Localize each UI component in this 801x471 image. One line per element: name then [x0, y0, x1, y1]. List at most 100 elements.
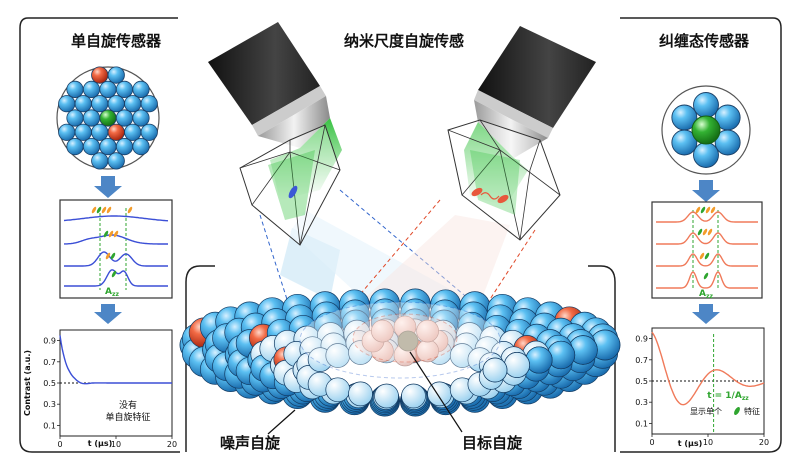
spin-arrow-icon — [105, 252, 111, 260]
surface-sphere — [348, 381, 373, 407]
spin-arrows — [695, 206, 716, 280]
spin-arrow-icon — [700, 206, 706, 214]
blue-sphere — [115, 138, 134, 156]
blue-sphere — [58, 95, 76, 113]
spin-marker-icon — [734, 406, 740, 416]
annotation-line2: 单自旋特征 — [105, 411, 150, 423]
target-pointer — [409, 351, 463, 433]
y-tick-label: 0.9 — [635, 335, 648, 344]
blue-sphere — [66, 80, 84, 99]
spin-arrow-icon — [710, 206, 716, 214]
x-axis-label: t (μs) — [88, 439, 113, 448]
spectrum-curve — [656, 253, 758, 267]
spectrum-curve — [656, 271, 758, 289]
surface-sphere — [401, 383, 426, 409]
x-tick-label: 10 — [703, 438, 713, 447]
y-axis-label: Contrast (a.u.) — [23, 350, 32, 416]
y-tick-label: 0.1 — [635, 419, 648, 428]
lattice-spheres — [58, 66, 158, 170]
right-diamond-tip — [447, 119, 561, 241]
spin-arrow-icon — [101, 206, 107, 214]
blue-sphere — [124, 123, 142, 141]
y-tick-label: 0.3 — [635, 398, 648, 407]
lattice-spheres — [671, 92, 741, 168]
blue-sphere — [671, 104, 698, 131]
spin-arrow-icon — [111, 270, 117, 278]
camera-body — [478, 26, 596, 128]
spectrum-curve — [63, 215, 169, 222]
blue-sphere — [82, 80, 101, 99]
arrow-down-icon — [692, 304, 720, 324]
spectrum-label: Azz — [105, 287, 119, 298]
spin-arrow-icon — [705, 206, 711, 214]
camera-neck — [258, 96, 330, 148]
spectrum-label: Azz — [699, 289, 713, 300]
y-tick-label: 0.7 — [635, 356, 648, 365]
surface-sphere — [482, 357, 508, 383]
red-sphere — [91, 66, 109, 84]
center-frame-left — [185, 265, 215, 452]
x-tick-label: 0 — [57, 440, 62, 449]
blue-sphere — [140, 123, 158, 141]
left-diamond-tip — [239, 124, 341, 246]
blue-sphere — [107, 95, 125, 113]
spin-arrow-icon — [108, 230, 114, 238]
x-tick-label: 20 — [167, 440, 177, 449]
spin-arrow-icon — [707, 228, 713, 236]
right-panel-title: 纠缠态传感器 — [659, 32, 750, 50]
camera-band — [252, 86, 326, 136]
green-beam — [270, 118, 342, 200]
spectrum-curve — [656, 232, 758, 245]
y-tick-label: 0.5 — [43, 379, 56, 388]
blue-sphere — [124, 95, 142, 113]
spin-arrow-icon — [91, 206, 97, 214]
surface-sphere — [504, 352, 530, 378]
blue-sphere — [91, 95, 109, 113]
center-title: 纳米尺度自旋传感 — [344, 32, 464, 50]
single-spin-lattice — [56, 66, 160, 170]
spectrum-curve — [64, 251, 168, 267]
contrast-curve — [651, 331, 765, 406]
right-panel-frame — [620, 17, 782, 453]
left-beam-edge — [259, 214, 301, 341]
surface-sphere — [525, 346, 553, 374]
left-panel-title: 单自旋传感器 — [71, 32, 162, 50]
spin-arrow-icon — [113, 230, 119, 238]
y-tick-label: 0.7 — [43, 358, 56, 367]
red-sphere — [107, 123, 125, 141]
blue-sphere — [115, 109, 134, 127]
spin-arrows — [91, 206, 133, 278]
nv-spin-icon — [497, 194, 509, 204]
blue-sphere — [132, 109, 150, 127]
blue-sphere — [107, 66, 125, 84]
y-tick-label: 0.3 — [43, 400, 56, 409]
spin-arrow-icon — [699, 252, 705, 260]
blue-sphere — [107, 152, 125, 170]
right-spectrum-box: Azz — [651, 201, 763, 300]
contrast-curve — [59, 335, 172, 385]
spectrum-curve — [656, 211, 758, 223]
left-objective-lens — [208, 22, 342, 200]
blue-sphere — [58, 123, 76, 141]
annotation-line1: t = 1/Azz — [707, 391, 749, 402]
spin-arrow-icon — [702, 228, 708, 236]
blue-sphere — [91, 123, 109, 141]
left-spectrum-box: Azz — [59, 199, 173, 299]
spectrum-frame — [59, 199, 173, 299]
x-tick-label: 10 — [111, 440, 121, 449]
blue-sphere — [99, 80, 117, 99]
arrow-down-icon — [692, 180, 720, 202]
spin-arrow-icon — [704, 252, 710, 260]
target-spin-sphere — [397, 330, 419, 352]
spin-arrow-icon — [96, 206, 102, 214]
green-sphere — [99, 109, 117, 127]
blue-sphere — [115, 80, 134, 99]
blue-sphere — [693, 142, 719, 168]
spectrum-frame — [651, 201, 763, 299]
surface-sphere — [371, 319, 394, 343]
